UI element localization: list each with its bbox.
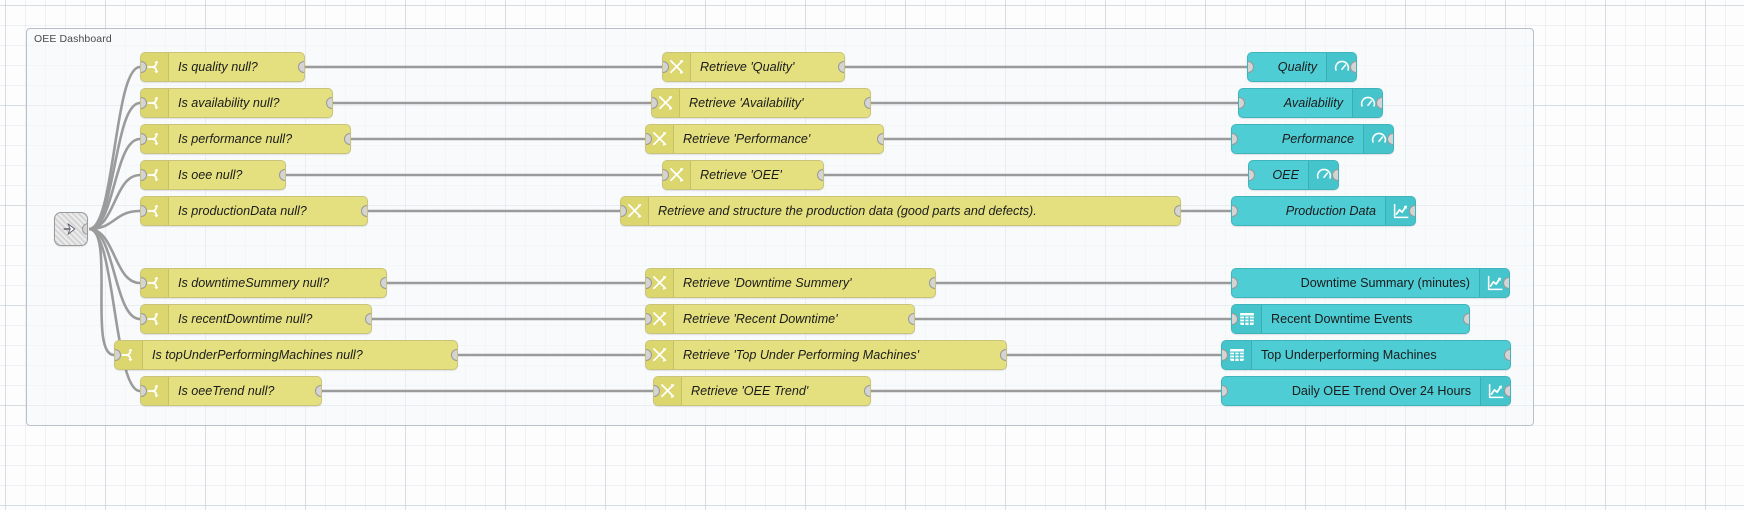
switch-node-label: Is recentDowntime null?: [178, 312, 313, 326]
ui-output-port[interactable]: [1504, 385, 1510, 397]
switch-node-label: Is downtimeSummery null?: [178, 276, 330, 290]
ui-output-port[interactable]: [1332, 169, 1338, 181]
change-node-label: Retrieve 'OEE Trend': [691, 384, 809, 398]
switch-node-label: Is availability null?: [178, 96, 280, 110]
group-label: OEE Dashboard: [34, 33, 112, 45]
ui-node-label: Recent Downtime Events: [1271, 312, 1413, 326]
switch-node[interactable]: Is recentDowntime null?: [140, 304, 372, 334]
switch-node-label: Is productionData null?: [178, 204, 307, 218]
change-shuffle-icon: [646, 341, 674, 369]
change-output-port[interactable]: [877, 133, 883, 145]
change-node-label: Retrieve 'Performance': [683, 132, 811, 146]
change-node-label: Retrieve 'Downtime Summery': [683, 276, 852, 290]
ui-node-label: Daily OEE Trend Over 24 Hours: [1291, 384, 1471, 398]
ui-node-label: Production Data: [1285, 204, 1376, 218]
link-call-node[interactable]: [54, 212, 88, 246]
change-output-port[interactable]: [864, 97, 870, 109]
switch-node-label: Is performance null?: [178, 132, 293, 146]
switch-node[interactable]: Is oee null?: [140, 160, 286, 190]
switch-output-port[interactable]: [298, 61, 304, 73]
switch-output-port[interactable]: [326, 97, 332, 109]
ui-node-label: Quality: [1277, 60, 1317, 74]
switch-output-port[interactable]: [279, 169, 285, 181]
ui-node[interactable]: Daily OEE Trend Over 24 Hours: [1221, 376, 1511, 406]
ui-node[interactable]: Quality: [1247, 52, 1357, 82]
switch-output-port[interactable]: [315, 385, 321, 397]
change-output-port[interactable]: [817, 169, 823, 181]
change-output-port[interactable]: [929, 277, 935, 289]
ui-output-port[interactable]: [1409, 205, 1415, 217]
gauge-icon: [1308, 161, 1338, 189]
switch-node[interactable]: Is productionData null?: [140, 196, 368, 226]
change-output-port[interactable]: [908, 313, 914, 325]
ui-node[interactable]: Top Underperforming Machines: [1221, 340, 1511, 370]
ui-node[interactable]: OEE: [1248, 160, 1339, 190]
link-call-output-port[interactable]: [82, 223, 87, 235]
change-node[interactable]: Retrieve 'Downtime Summery': [645, 268, 936, 298]
ui-node[interactable]: Availability: [1238, 88, 1383, 118]
ui-output-port[interactable]: [1503, 277, 1509, 289]
change-node[interactable]: Retrieve 'Quality': [662, 52, 845, 82]
ui-output-port[interactable]: [1504, 349, 1510, 361]
change-node[interactable]: Retrieve and structure the production da…: [620, 196, 1181, 226]
switch-node-label: Is oeeTrend null?: [178, 384, 275, 398]
ui-node[interactable]: Recent Downtime Events: [1231, 304, 1470, 334]
change-output-port[interactable]: [1174, 205, 1180, 217]
switch-node-label: Is oee null?: [178, 168, 243, 182]
change-node-label: Retrieve 'Availability': [689, 96, 804, 110]
ui-node-label: Top Underperforming Machines: [1261, 348, 1437, 362]
change-output-port[interactable]: [838, 61, 844, 73]
switch-node[interactable]: Is oeeTrend null?: [140, 376, 322, 406]
switch-node-label: Is topUnderPerformingMachines null?: [152, 348, 363, 362]
ui-output-port[interactable]: [1376, 97, 1382, 109]
change-node[interactable]: Retrieve 'Performance': [645, 124, 884, 154]
ui-node[interactable]: Production Data: [1231, 196, 1416, 226]
change-output-port[interactable]: [864, 385, 870, 397]
switch-node[interactable]: Is topUnderPerformingMachines null?: [114, 340, 458, 370]
change-node-label: Retrieve 'Quality': [700, 60, 795, 74]
switch-output-port[interactable]: [451, 349, 457, 361]
change-output-port[interactable]: [1000, 349, 1006, 361]
change-node-label: Retrieve 'Recent Downtime': [683, 312, 838, 326]
switch-node[interactable]: Is downtimeSummery null?: [140, 268, 387, 298]
ui-node-label: Availability: [1283, 96, 1343, 110]
ui-node[interactable]: Downtime Summary (minutes): [1231, 268, 1510, 298]
ui-node-label: Performance: [1281, 132, 1354, 146]
switch-output-port[interactable]: [361, 205, 367, 217]
switch-fork-icon: [141, 161, 169, 189]
change-node[interactable]: Retrieve 'Availability': [651, 88, 871, 118]
switch-output-port[interactable]: [365, 313, 371, 325]
switch-output-port[interactable]: [380, 277, 386, 289]
change-node-label: Retrieve and structure the production da…: [658, 204, 1037, 218]
change-node[interactable]: Retrieve 'OEE': [662, 160, 824, 190]
ui-node[interactable]: Performance: [1231, 124, 1394, 154]
switch-node-label: Is quality null?: [178, 60, 258, 74]
ui-output-port[interactable]: [1350, 61, 1356, 73]
change-node-label: Retrieve 'OEE': [700, 168, 782, 182]
switch-node[interactable]: Is quality null?: [140, 52, 305, 82]
ui-output-port[interactable]: [1463, 313, 1469, 325]
switch-node[interactable]: Is performance null?: [140, 124, 351, 154]
ui-node-label: OEE: [1272, 168, 1299, 182]
ui-output-port[interactable]: [1387, 133, 1393, 145]
change-node[interactable]: Retrieve 'Recent Downtime': [645, 304, 915, 334]
switch-node[interactable]: Is availability null?: [140, 88, 333, 118]
change-node[interactable]: Retrieve 'OEE Trend': [653, 376, 871, 406]
ui-node-label: Downtime Summary (minutes): [1300, 276, 1470, 290]
change-node[interactable]: Retrieve 'Top Under Performing Machines': [645, 340, 1007, 370]
change-node-label: Retrieve 'Top Under Performing Machines': [683, 348, 920, 362]
switch-output-port[interactable]: [344, 133, 350, 145]
